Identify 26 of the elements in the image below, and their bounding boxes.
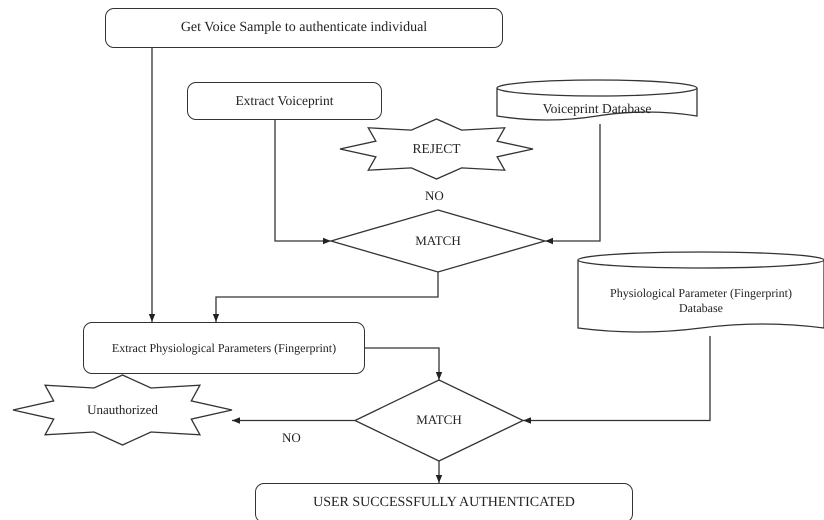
node-text: Get Voice Sample to authenticate individual — [180, 19, 428, 37]
arrow — [232, 417, 355, 424]
process-box — [187, 82, 382, 120]
node-text: REJECT — [411, 140, 462, 158]
star-shape — [13, 375, 232, 445]
node-text: Unauthorized — [86, 402, 159, 418]
node-text: Extract Physiological Parameters (Fingerprint) — [110, 340, 338, 356]
arrow — [274, 120, 331, 244]
arrow — [523, 336, 711, 424]
arrow — [148, 48, 156, 322]
process-box — [255, 483, 633, 520]
node-text: USER SUCCESSFULLY AUTHENTICATED — [312, 494, 576, 512]
arrow — [365, 347, 442, 380]
process-box — [105, 8, 503, 48]
process-box — [83, 322, 365, 374]
decision-diamond — [331, 210, 545, 272]
node-text: Extract Voiceprint — [234, 92, 335, 110]
node-text: Physiological Parameter (Fingerprint) Database — [609, 286, 793, 316]
arrow — [545, 124, 601, 244]
arrow — [436, 461, 442, 483]
node-text: Voiceprint Database — [542, 100, 652, 118]
decision-diamond — [355, 380, 523, 461]
star-shape — [340, 119, 533, 179]
node-text: MATCH — [415, 412, 463, 429]
node-text: MATCH — [414, 232, 462, 250]
arrow — [212, 272, 439, 322]
